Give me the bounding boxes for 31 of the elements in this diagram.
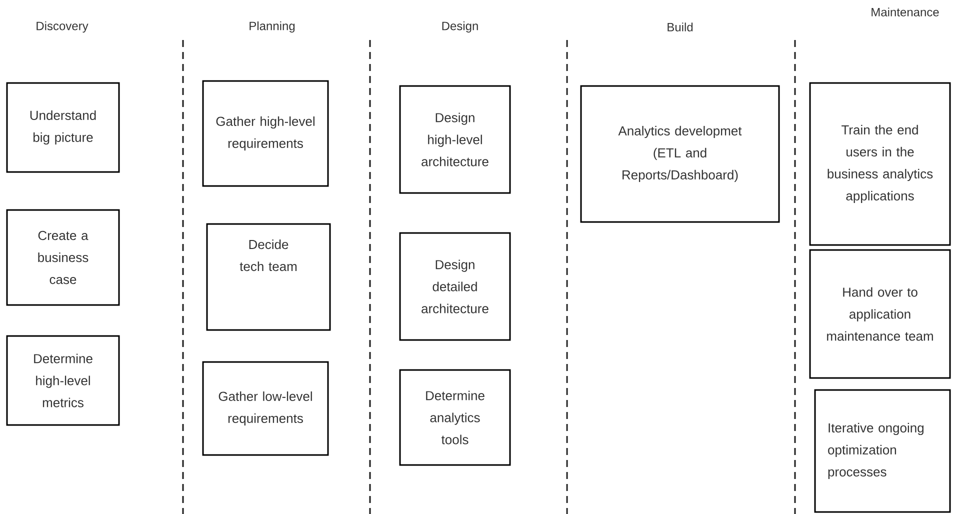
box-text: Determine analytics tools <box>426 390 484 444</box>
box-text: Understand big picture <box>30 110 96 145</box>
box-text: Design high-level architecture <box>422 112 488 166</box>
process-box <box>580 85 780 223</box>
box-text: Analytics developmet (ETL and Reports/Dashboard) <box>618 126 742 182</box>
box-text: Gather high-level requirements <box>216 116 314 151</box>
process-box <box>202 80 329 187</box>
process-box <box>399 232 511 341</box>
column-heading: Design <box>442 21 478 33</box>
process-box <box>399 369 511 466</box>
box-text: Create a business case <box>38 230 88 284</box>
process-box <box>6 82 120 173</box>
process-box <box>6 335 120 426</box>
box-text: Design detailed architecture <box>422 260 488 314</box>
process-box <box>206 223 331 331</box>
column-heading: Build <box>668 22 693 32</box>
box-text: Determine high-level metrics <box>34 354 92 408</box>
process-box <box>809 82 951 246</box>
box-text: Iterative ongoing optimization processes <box>828 422 924 480</box>
box-text: Gather low-level requirements <box>218 391 312 426</box>
box-text: Decide tech team <box>240 240 297 272</box>
box-text: Hand over to application maintenance team <box>827 287 933 341</box>
box-text: Train the end users in the business analytics applications <box>828 124 933 204</box>
process-box <box>809 249 951 379</box>
column-heading: Discovery <box>36 21 88 33</box>
column-heading: Maintenance <box>872 8 939 16</box>
column-heading: Planning <box>250 21 295 33</box>
process-box <box>202 361 329 456</box>
process-box <box>6 209 120 306</box>
process-box <box>814 389 951 513</box>
process-box <box>399 85 511 194</box>
